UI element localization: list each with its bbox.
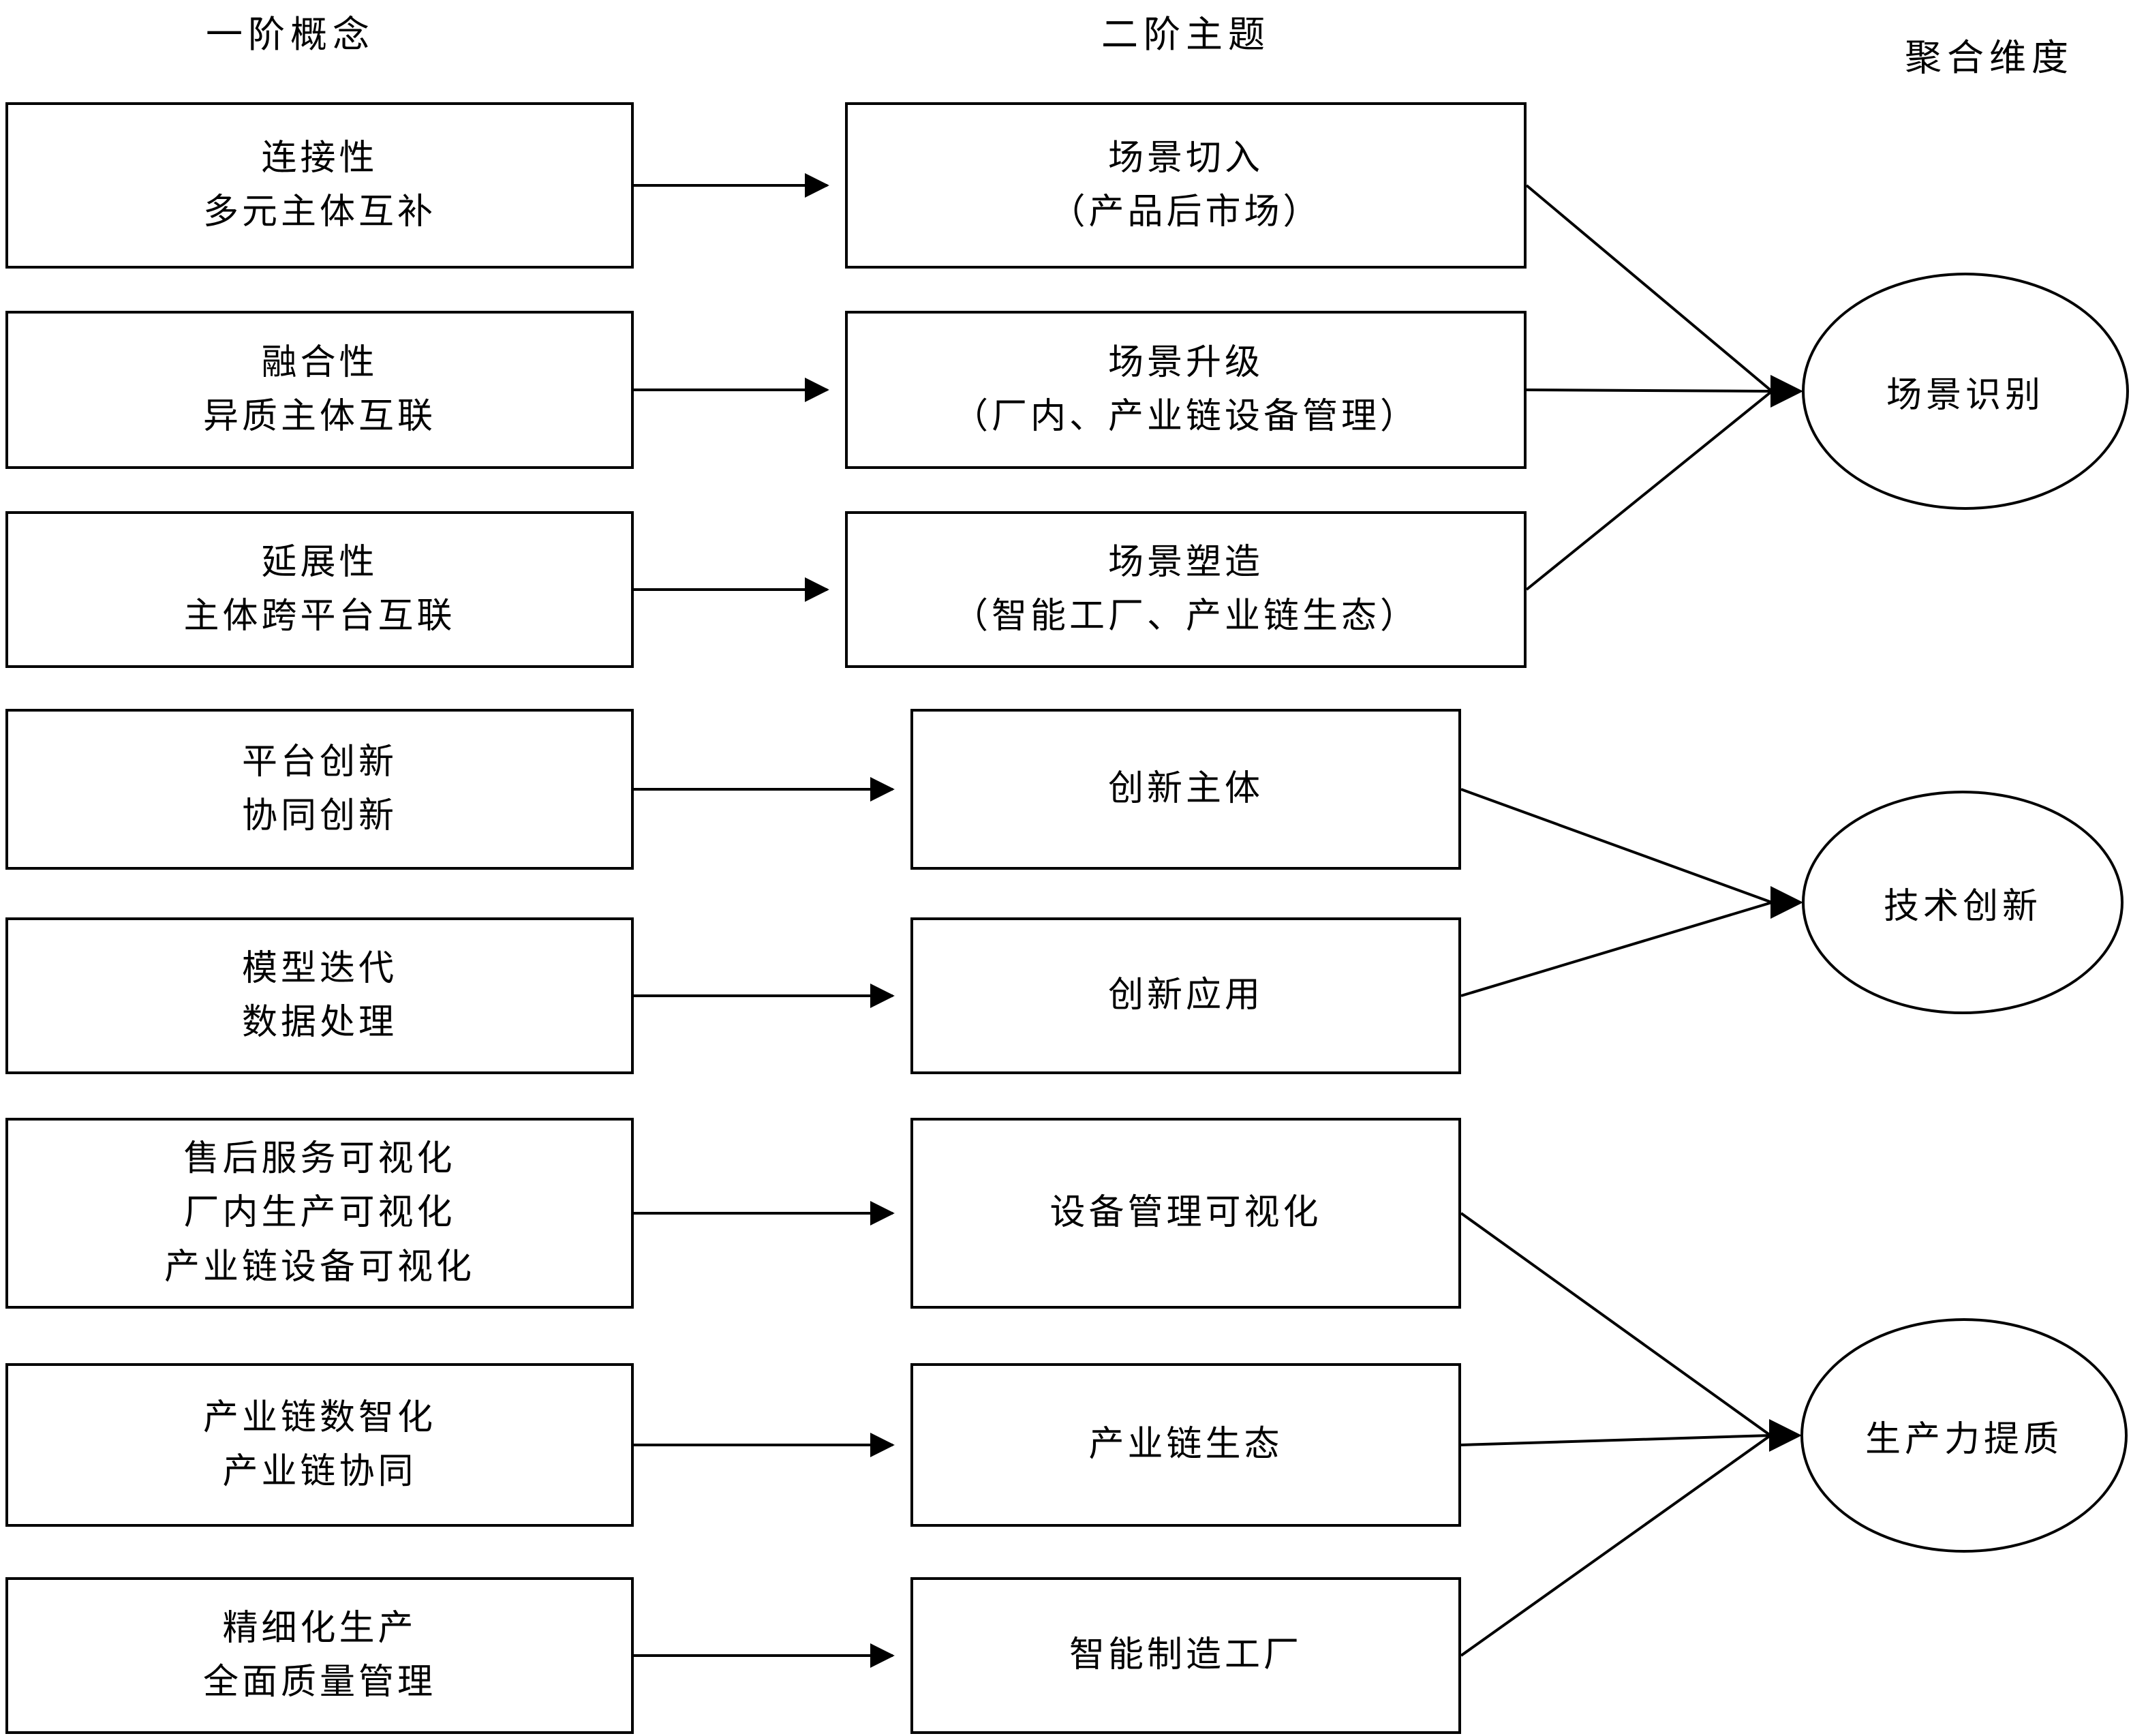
arrow-theme-to-aggregate: [1460, 901, 1773, 997]
first-order-box: 精细化生产 全面质量管理: [5, 1577, 634, 1734]
first-order-box-text: 售后服务可视化 厂内生产可视化 产业链设备可视化: [164, 1140, 475, 1287]
aggregate-ellipse: 生产力提质: [1800, 1318, 2128, 1553]
first-order-box-text: 精细化生产 全面质量管理: [202, 1609, 436, 1702]
second-order-box-text: 智能制造工厂: [1069, 1636, 1302, 1675]
second-order-box-text: 创新主体: [1107, 770, 1263, 809]
aggregate-ellipse-label: 场景识别: [1886, 376, 2044, 415]
second-order-box: 场景切入 （产品后市场）: [845, 102, 1527, 269]
second-order-box-text: 创新应用: [1107, 976, 1263, 1016]
first-order-box-text: 连接性 多元主体互补: [202, 138, 436, 232]
first-order-box: 售后服务可视化 厂内生产可视化 产业链设备可视化: [5, 1118, 634, 1309]
first-order-box: 融合性 异质主体互联: [5, 311, 634, 469]
arrow-theme-to-aggregate: [1460, 788, 1773, 904]
aggregate-ellipse-label: 生产力提质: [1865, 1420, 2063, 1459]
second-order-box: 创新主体: [910, 709, 1461, 870]
column-header-aggregate: 聚合维度: [1905, 37, 2074, 78]
first-order-box: 平台创新 协同创新: [5, 709, 634, 870]
arrow-theme-to-aggregate: [1460, 1434, 1771, 1446]
first-order-box-text: 产业链数智化 产业链协同: [202, 1398, 436, 1491]
second-order-box: 场景升级 （厂内、产业链设备管理）: [845, 311, 1527, 469]
second-order-box-text: 场景切入 （产品后市场）: [1049, 138, 1322, 232]
arrow-theme-to-aggregate: [1460, 1212, 1772, 1437]
first-order-box: 延展性 主体跨平台互联: [5, 511, 634, 668]
second-order-box: 场景塑造 （智能工厂、产业链生态）: [845, 511, 1527, 668]
aggregate-ellipse: 技术创新: [1802, 791, 2124, 1014]
arrow-theme-to-aggregate: [1525, 390, 1773, 591]
second-order-box: 产业链生态: [910, 1363, 1461, 1527]
arrow-theme-to-aggregate: [1525, 184, 1773, 393]
first-order-box: 模型迭代 数据处理: [5, 917, 634, 1074]
first-order-box: 连接性 多元主体互补: [5, 102, 634, 269]
second-order-box-text: 场景升级 （厂内、产业链设备管理）: [952, 343, 1419, 436]
arrow-theme-to-aggregate: [1460, 1434, 1772, 1657]
first-order-box: 产业链数智化 产业链协同: [5, 1363, 634, 1527]
column-header-second-order: 二阶主题: [1101, 14, 1270, 55]
second-order-box: 创新应用: [910, 917, 1461, 1074]
second-order-box-text: 场景塑造 （智能工厂、产业链生态）: [952, 543, 1419, 636]
first-order-box-text: 模型迭代 数据处理: [241, 949, 397, 1042]
second-order-box: 智能制造工厂: [910, 1577, 1461, 1734]
second-order-box-text: 产业链生态: [1088, 1425, 1283, 1465]
column-header-first-order: 一阶概念: [206, 14, 375, 55]
aggregate-ellipse-label: 技术创新: [1883, 887, 2042, 926]
aggregate-ellipse: 场景识别: [1802, 273, 2129, 510]
first-order-box-text: 延展性 主体跨平台互联: [183, 543, 456, 636]
arrow-theme-to-aggregate: [1526, 389, 1773, 393]
first-order-box-text: 融合性 异质主体互联: [202, 343, 436, 436]
first-order-box-text: 平台创新 协同创新: [241, 742, 397, 836]
second-order-box: 设备管理可视化: [910, 1118, 1461, 1309]
aggregate-arrowhead: [1770, 375, 1803, 408]
aggregate-arrowhead: [1770, 886, 1803, 919]
aggregate-arrowhead: [1769, 1419, 1802, 1452]
second-order-box-text: 设备管理可视化: [1049, 1193, 1322, 1233]
